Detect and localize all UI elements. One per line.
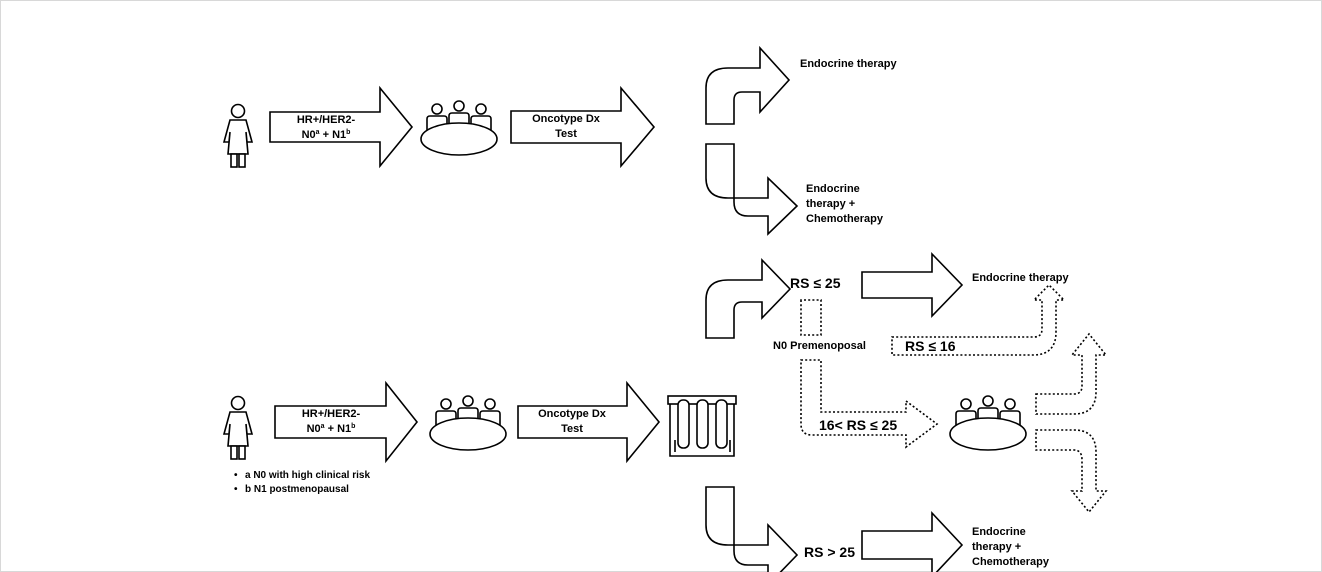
top-outcome-chemo-line3: Chemotherapy [806,213,884,225]
rs-high-outcome-line1: Endocrine [972,526,1026,538]
tumor-board-icon [420,100,498,156]
dotted-connector-down-short [800,299,822,336]
bent-arrow-down-chemo [705,143,799,236]
top-outcome-endocrine: Endocrine therapy [800,58,897,70]
rs-mid-label: 16< RS ≤ 25 [819,417,897,433]
patient-icon [222,103,254,168]
arrow-oncotype-test: Oncotype Dx Test [510,85,656,169]
arrow-hr-her2-bottom-line2: N0a + N1b [307,423,356,435]
arrow-oncotype-bottom-line1: Oncotype Dx [538,408,607,420]
bent-arrow-down-rs-high [705,486,799,572]
arrow-oncotype-line1: Oncotype Dx [532,113,601,125]
footnote-bullet-a: • [234,470,238,481]
dotted-bent-arrow-down-from-board [1035,429,1108,514]
rs-le-16-label: RS ≤ 16 [905,338,956,354]
rs-high-label: RS > 25 [804,544,855,560]
arrow-oncotype-test-bottom: Oncotype Dx Test [517,380,661,464]
bent-arrow-up-rs-low [705,258,792,339]
patient-icon-bottom [222,395,254,460]
arrow-hr-her2-bottom-line1: HR+/HER2- [302,408,361,420]
footnote-b: b N1 postmenopausal [245,484,349,495]
dotted-arrow-rs-le16-endocrine [891,283,1066,356]
rs-low-label: RS ≤ 25 [790,275,841,291]
top-outcome-chemo-line1: Endocrine [806,183,860,195]
rs-high-outcome-line2: therapy + [972,541,1021,553]
tumor-board-icon-bottom [429,395,507,451]
tumor-board-icon-rs-mid [949,395,1027,451]
footnotes: • a N0 with high clinical risk • b N1 po… [234,470,370,495]
arrow-oncotype-line2: Test [555,128,577,140]
arrow-rs-low-endocrine [861,252,964,318]
bent-arrow-up-endocrine [705,45,791,125]
arrow-hr-her2: HR+/HER2- N0a + N1b [269,85,414,169]
rs-high-outcome-line3: Chemotherapy [972,556,1050,568]
dotted-arrow-mid-to-board [800,359,939,449]
arrow-hr-her2-bottom: HR+/HER2- N0a + N1b [274,380,419,464]
arrow-hr-her2-line2: N0a + N1b [302,129,351,141]
arrow-oncotype-bottom-line2: Test [561,423,583,435]
arrow-hr-her2-line1: HR+/HER2- [297,114,356,126]
dotted-bent-arrow-up-from-board [1035,332,1108,415]
footnote-bullet-b: • [234,484,238,495]
rs-low-outcome: Endocrine therapy [972,272,1069,284]
test-tubes-icon [667,395,737,457]
top-outcome-chemo-line2: therapy + [806,198,855,210]
footnote-a: a N0 with high clinical risk [245,470,370,481]
n0-premenopausal-label: N0 Premenoposal [773,340,866,352]
arrow-rs-high-chemo [861,510,964,572]
